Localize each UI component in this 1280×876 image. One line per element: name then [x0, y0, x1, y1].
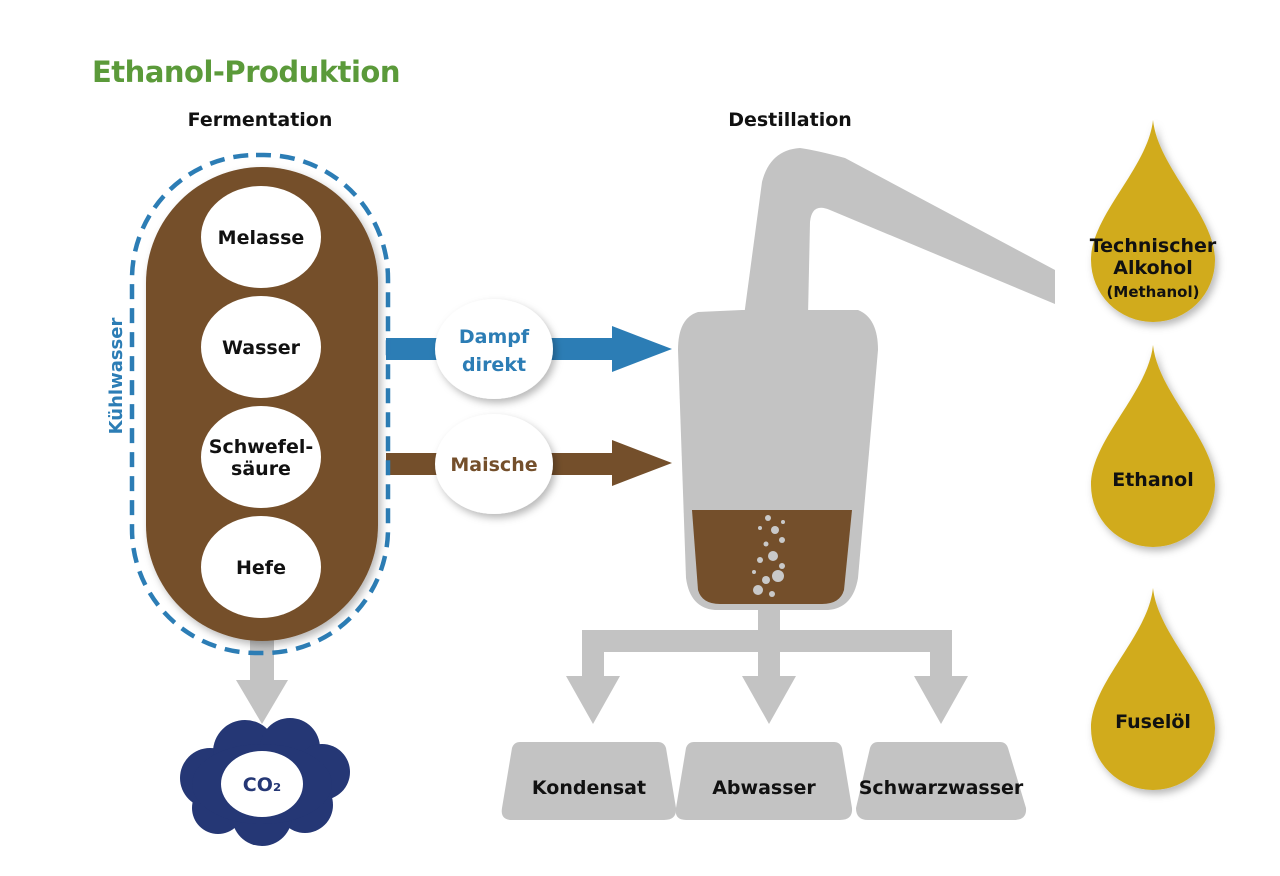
output-basin-kondensat: [501, 742, 677, 820]
co2-arrow: [236, 640, 288, 724]
product-label-line1: Technischer: [1090, 235, 1217, 257]
product-drop-technical-alcohol: [1091, 120, 1215, 322]
output-pipes: [566, 608, 968, 724]
fermentation-heading: Fermentation: [187, 109, 333, 131]
product-drop-ethanol: [1091, 345, 1215, 547]
ingredient-label-line1: Schwefel-: [209, 436, 313, 458]
ingredient-hefe: Hefe: [201, 516, 321, 618]
cooling-water-label: Kühlwasser: [106, 318, 127, 435]
output-label-abwasser: Abwasser: [712, 777, 816, 799]
ingredient-label: Wasser: [222, 337, 301, 359]
steam-label-bubble: Dampf direkt: [435, 299, 553, 399]
product-label: Fuselöl: [1115, 711, 1191, 733]
co2-bubble: [221, 751, 303, 817]
output-labels: Kondensat Abwasser Schwarzwasser: [532, 777, 1024, 799]
steam-label-line1: Dampf: [459, 326, 530, 348]
output-label-schwarzwasser: Schwarzwasser: [859, 777, 1024, 799]
bubbles: [752, 515, 785, 597]
ingredient-label: Melasse: [218, 227, 305, 249]
output-basin-abwasser: [675, 742, 853, 820]
ingredient-wasser: Wasser: [201, 296, 321, 398]
page-title: Ethanol-Produktion: [92, 55, 400, 89]
product-drop-fuseloel: [1091, 588, 1215, 790]
output-label-kondensat: Kondensat: [532, 777, 646, 799]
steam-label-line2: direkt: [462, 354, 526, 376]
mash-label-bubble: Maische: [435, 414, 553, 514]
fermentation-tank: [146, 167, 378, 641]
co2-label: CO₂: [243, 774, 281, 796]
output-basin-schwarzwasser: [856, 742, 1027, 820]
ingredient-label: Hefe: [236, 557, 286, 579]
ingredient-label-line2: säure: [231, 458, 291, 480]
still-neck-pipe: [744, 148, 1055, 316]
product-label-line2: Alkohol: [1113, 257, 1193, 279]
product-label: Ethanol: [1112, 469, 1194, 491]
ingredient-schwefelsaeure: Schwefel- säure: [201, 406, 321, 508]
distillation-heading: Destillation: [728, 109, 852, 131]
mash-label: Maische: [450, 454, 537, 476]
ingredient-melasse: Melasse: [201, 186, 321, 288]
product-note: (Methanol): [1107, 283, 1200, 301]
cooling-water-jacket: [129, 152, 391, 656]
